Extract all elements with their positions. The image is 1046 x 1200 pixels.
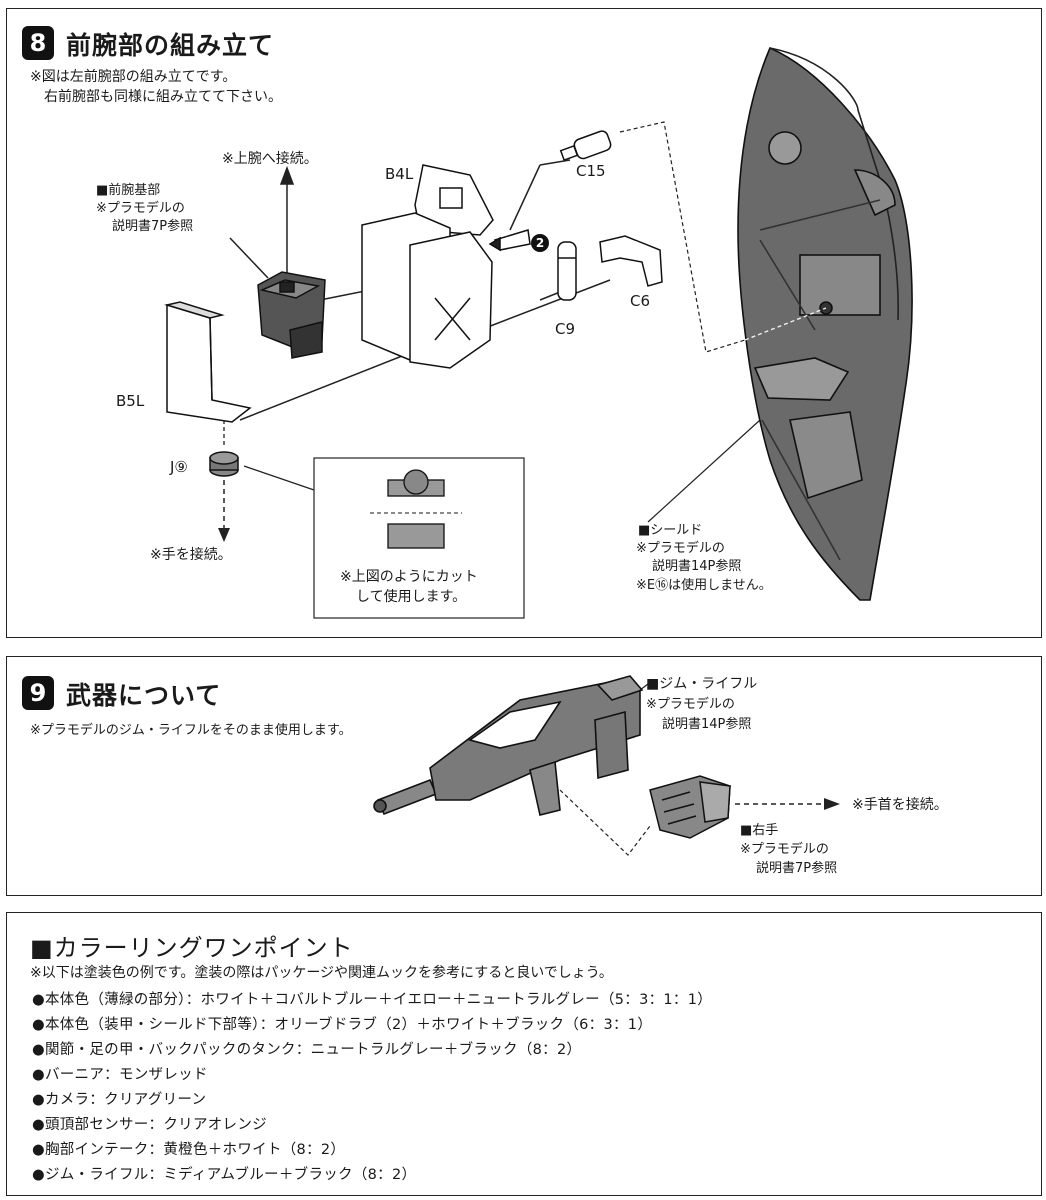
coloring-item: ●関節・足の甲・バックパックのタンク：ニュートラルグレー＋ブラック（8：2） <box>32 1042 582 1058</box>
shield-ref-3: ※E⑯は使用しません。 <box>636 578 772 593</box>
coloring-item: ●ジム・ライフル：ミディアムブルー＋ブラック（8：2） <box>32 1167 417 1183</box>
coloring-title: ■カラーリングワンポイント <box>30 934 354 962</box>
rifle-title: ■ジム・ライフル <box>646 676 758 692</box>
wrist-connect-note: ※手首を接続。 <box>852 797 948 813</box>
part-2-piece <box>488 229 531 252</box>
coloring-item: ●本体色（装甲・シールド下部等）：オリーブドラブ（2）＋ホワイト＋ブラック（6：… <box>32 1017 653 1033</box>
c9-part <box>557 241 577 301</box>
forearm-base-part <box>257 271 326 359</box>
forearm-assembly-diagram <box>164 46 913 619</box>
section-9-title: 武器について <box>66 681 222 710</box>
label-c9: C9 <box>555 320 576 338</box>
j9-part <box>209 451 239 477</box>
label-j9: J⑨ <box>170 458 188 476</box>
shield-title: ■シールド <box>638 523 703 538</box>
right-hand-title: ■右手 <box>740 823 779 838</box>
coloring-item: ●バーニア：モンザレッド <box>32 1067 208 1083</box>
coloring-intro: ※以下は塗装色の例です。塗装の際はパッケージや関連ムックを参考にすると良いでしょ… <box>30 965 613 981</box>
coloring-item: ●胸部インテーク：黄橙色＋ホワイト（8：2） <box>32 1142 346 1158</box>
rifle-ref-2: 説明書14P参照 <box>662 717 752 732</box>
rifle-hand-diagram <box>373 675 840 856</box>
label-c15: C15 <box>576 162 606 180</box>
upper-arm-note: ※上腕へ接続。 <box>222 151 318 167</box>
label-b5l: B5L <box>116 392 145 410</box>
step-8-badge: 8 <box>22 26 54 60</box>
shield-part <box>737 46 913 601</box>
right-hand-part <box>649 775 731 839</box>
c6-part <box>599 235 663 287</box>
forearm-base-ref-2: 説明書7P参照 <box>112 219 194 234</box>
forearm-base-ref-1: ※プラモデルの <box>96 201 185 216</box>
label-c6: C6 <box>630 292 651 310</box>
coloring-item: ●カメラ：クリアグリーン <box>32 1092 207 1108</box>
coloring-item: ●本体色（薄緑の部分）：ホワイト＋コバルトブルー＋イエロー＋ニュートラルグレー（… <box>32 992 713 1008</box>
cut-note-2: して使用します。 <box>356 589 467 605</box>
gm-rifle <box>373 675 644 816</box>
rifle-ref-1: ※プラモデルの <box>646 697 735 712</box>
section-8-note-1: ※図は左前腕部の組み立てです。 <box>30 69 237 85</box>
coloring-item: ●頭頂部センサー：クリアオレンジ <box>32 1117 267 1133</box>
cut-illustration <box>370 469 462 549</box>
right-hand-ref-2: 説明書7P参照 <box>756 861 838 876</box>
step-9-badge: 9 <box>22 676 54 710</box>
section-9-note: ※プラモデルのジム・ライフルをそのまま使用します。 <box>30 723 352 738</box>
label-b4l: B4L <box>385 165 414 183</box>
section-8-title: 前腕部の組み立て <box>66 31 275 60</box>
shield-ref-1: ※プラモデルの <box>636 541 725 556</box>
section-8-note-2: 右前腕部も同様に組み立てて下さい。 <box>44 89 282 105</box>
c15-part <box>559 130 612 162</box>
coloring-panel <box>6 912 1042 1196</box>
label-part-2: 2 <box>531 234 549 252</box>
cut-note-1: ※上図のようにカット <box>340 569 478 585</box>
forearm-base-title: ■前腕基部 <box>96 183 161 198</box>
b5l-part <box>164 301 252 423</box>
shield-ref-2: 説明書14P参照 <box>652 559 742 574</box>
hand-connect-note: ※手を接続。 <box>150 547 232 563</box>
b4l-part <box>361 164 494 369</box>
right-hand-ref-1: ※プラモデルの <box>740 842 829 857</box>
